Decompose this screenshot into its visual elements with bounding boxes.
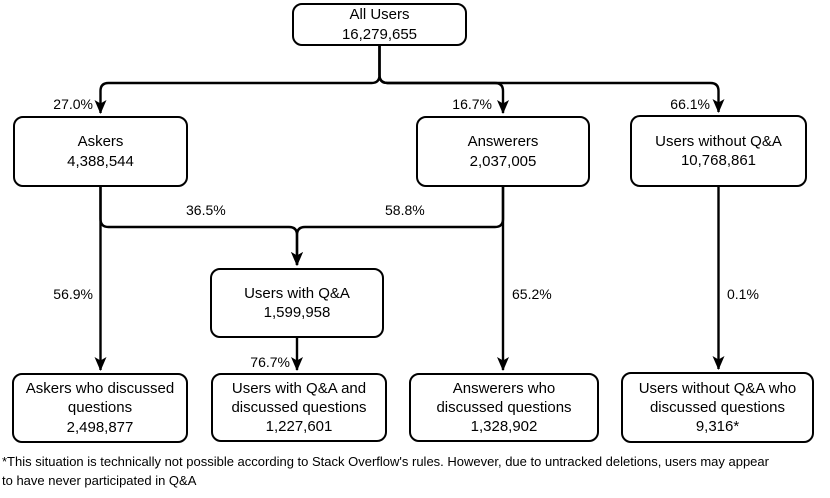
node-label: Users without Q&A who discussed question…: [638, 379, 797, 416]
node-users-with-qa-discussed: Users with Q&A and discussed questions 1…: [211, 373, 387, 442]
edge-label-users-with-qa-to-discussed: 76.7%: [250, 354, 290, 370]
node-value: 16,279,655: [341, 25, 418, 43]
node-value: 1,328,902: [470, 418, 538, 436]
node-label: Askers who discussed questions: [25, 380, 175, 417]
node-users-with-qa: Users with Q&A 1,599,958: [210, 268, 384, 338]
edge-label-users-without-qa-to-discussed: 0.1%: [727, 286, 759, 302]
edge-label-answerers-to-discussed: 65.2%: [512, 286, 552, 302]
node-value: 10,768,861: [680, 152, 757, 169]
edge-label-to-answerers: 16.7%: [452, 96, 492, 112]
node-value: 1,599,958: [263, 304, 331, 321]
edge-label-askers-to-discussed: 56.9%: [53, 286, 93, 302]
node-label: Answerers: [467, 133, 539, 151]
node-label: Users with Q&A: [244, 284, 350, 302]
node-value: 2,498,877: [66, 418, 134, 436]
node-value: 9,316*: [695, 418, 740, 436]
edge-allusers-to-askers: [94, 46, 381, 114]
node-value: 4,388,544: [67, 152, 134, 170]
node-value: 1,227,601: [265, 418, 333, 436]
node-label: Users with Q&A and discussed questions: [231, 379, 367, 416]
edge-allusers-to-userswithoutqa: [378, 46, 725, 113]
node-label: Askers: [77, 133, 124, 151]
edge-answerers-to-userswithqa: [291, 187, 505, 266]
node-askers-discussed: Askers who discussed questions 2,498,877: [12, 373, 188, 443]
node-answerers-discussed: Answerers who discussed questions 1,328,…: [409, 373, 599, 442]
node-answerers: Answerers 2,037,005: [416, 116, 590, 187]
edge-label-to-askers: 27.0%: [53, 96, 93, 112]
edge-label-askers-to-users-with-qa: 36.5%: [186, 202, 226, 218]
node-all-users: All Users 16,279,655: [292, 3, 467, 46]
edge-label-answerers-to-users-with-qa: 58.8%: [385, 202, 425, 218]
edge-label-to-users-without-qa: 66.1%: [670, 96, 710, 112]
node-askers: Askers 4,388,544: [13, 116, 188, 187]
node-users-without-qa: Users without Q&A 10,768,861: [630, 115, 807, 187]
node-value: 2,037,005: [469, 152, 537, 170]
node-label: All Users: [349, 6, 410, 24]
node-label: Users without Q&A: [655, 132, 782, 150]
node-label: Answerers who discussed questions: [436, 379, 572, 416]
node-users-without-qa-discussed: Users without Q&A who discussed question…: [621, 372, 814, 443]
edge-askers-to-userswithqa: [99, 187, 303, 266]
footnote: *This situation is technically not possi…: [2, 454, 769, 488]
